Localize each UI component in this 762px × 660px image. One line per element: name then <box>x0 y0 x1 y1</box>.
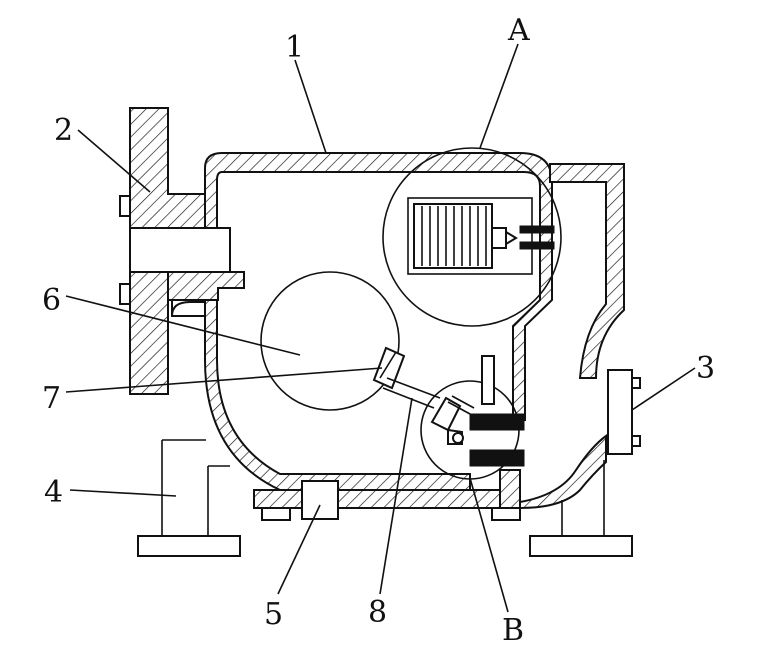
detail-a <box>382 147 562 327</box>
shaft <box>129 227 231 273</box>
bellows-box <box>407 197 533 275</box>
label-5: 5 <box>264 597 283 632</box>
valve-stem <box>491 227 507 249</box>
right-flange-bolt-upper <box>631 377 641 389</box>
part-7-8-lever <box>372 346 441 409</box>
flange-bolt-upper <box>119 195 131 217</box>
bellows <box>413 203 493 269</box>
flange-bolt-lower <box>119 283 131 305</box>
leader-1 <box>294 59 327 154</box>
label-a: A <box>507 13 530 48</box>
label-7: 7 <box>42 381 61 416</box>
leader-2 <box>77 129 151 193</box>
leader-4 <box>69 489 177 497</box>
drain-plug <box>301 480 339 520</box>
part-6-float <box>260 271 400 411</box>
label-1: 1 <box>285 30 304 65</box>
left-lug <box>261 507 291 521</box>
part-4-legs <box>137 439 633 557</box>
guide-post <box>481 355 495 405</box>
leader-5 <box>277 504 321 595</box>
label-3: 3 <box>696 351 715 386</box>
part-5-drain <box>301 480 339 520</box>
valve-block-upper <box>469 413 525 431</box>
label-4: 4 <box>44 475 63 510</box>
label-2: 2 <box>54 113 73 148</box>
leader-7 <box>65 367 383 393</box>
leader-a <box>479 43 519 149</box>
right-foot <box>529 535 633 557</box>
left-foot <box>137 535 241 557</box>
valve-seat-upper <box>519 225 555 234</box>
valve-seat-lower <box>519 241 555 250</box>
leader-6 <box>65 295 301 356</box>
right-flange-bolt-lower <box>631 435 641 447</box>
detail-b <box>420 355 525 480</box>
label-6: 6 <box>42 283 61 318</box>
callout-labels: 1 2 3 4 5 6 7 8 A B <box>42 13 715 648</box>
label-b: B <box>502 613 524 648</box>
leader-8 <box>379 397 413 595</box>
right-flange-plate <box>607 369 633 455</box>
leader-lines <box>65 43 696 613</box>
leader-3 <box>631 367 696 411</box>
part-3-flange <box>607 369 641 455</box>
valve-block-lower <box>469 449 525 467</box>
shaft-boss <box>129 227 245 317</box>
label-8: 8 <box>368 595 387 630</box>
right-lug <box>491 507 521 521</box>
leader-b <box>469 477 509 613</box>
detail-a-circle <box>382 147 562 327</box>
